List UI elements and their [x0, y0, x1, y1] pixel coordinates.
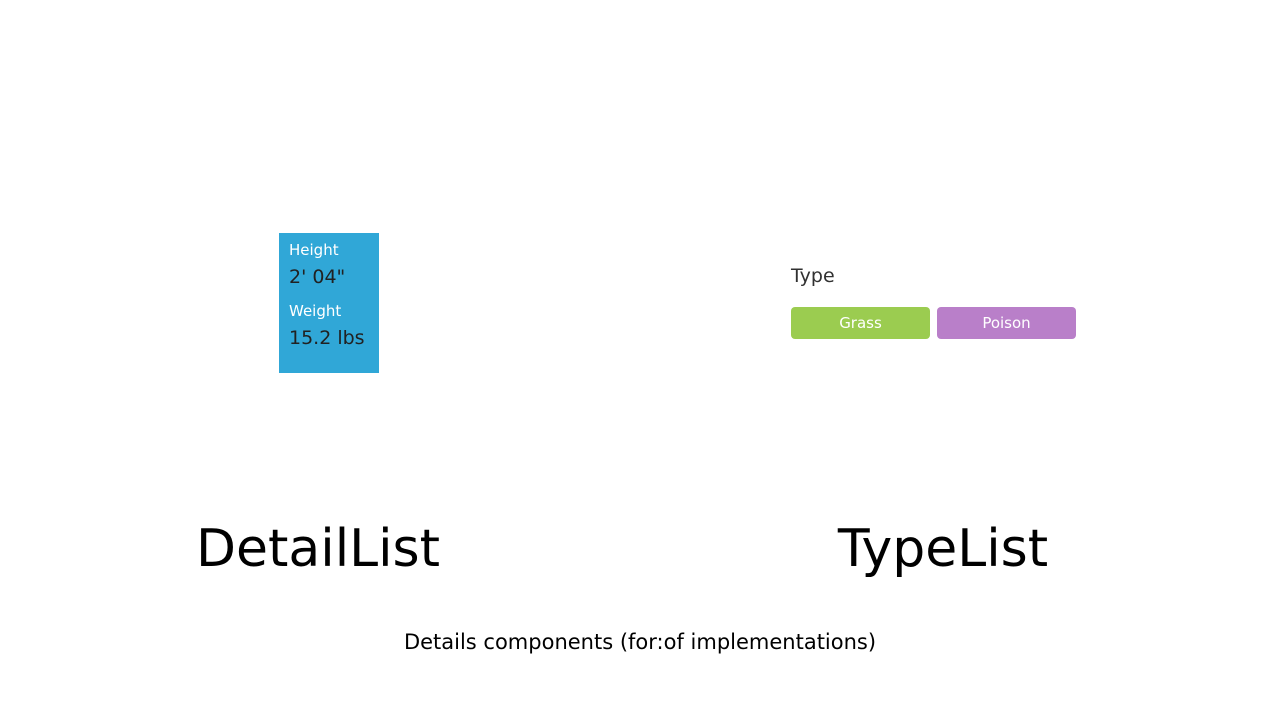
- weight-value: 15.2 lbs: [289, 327, 365, 349]
- detail-list-card: Height 2' 04" Weight 15.2 lbs: [279, 233, 379, 373]
- weight-label: Weight: [289, 302, 342, 320]
- type-pill-poison[interactable]: Poison: [937, 307, 1076, 339]
- type-pill-grass[interactable]: Grass: [791, 307, 930, 339]
- type-pill-row: Grass Poison: [791, 307, 1091, 339]
- height-label: Height: [289, 241, 339, 259]
- type-heading: Type: [791, 265, 835, 287]
- detail-list-caption: DetailList: [195, 519, 441, 579]
- height-value: 2' 04": [289, 266, 346, 288]
- type-list-caption: TypeList: [837, 519, 1049, 579]
- type-list: Type Grass Poison: [791, 264, 1091, 339]
- footer-note: Details components (for:of implementatio…: [403, 630, 877, 654]
